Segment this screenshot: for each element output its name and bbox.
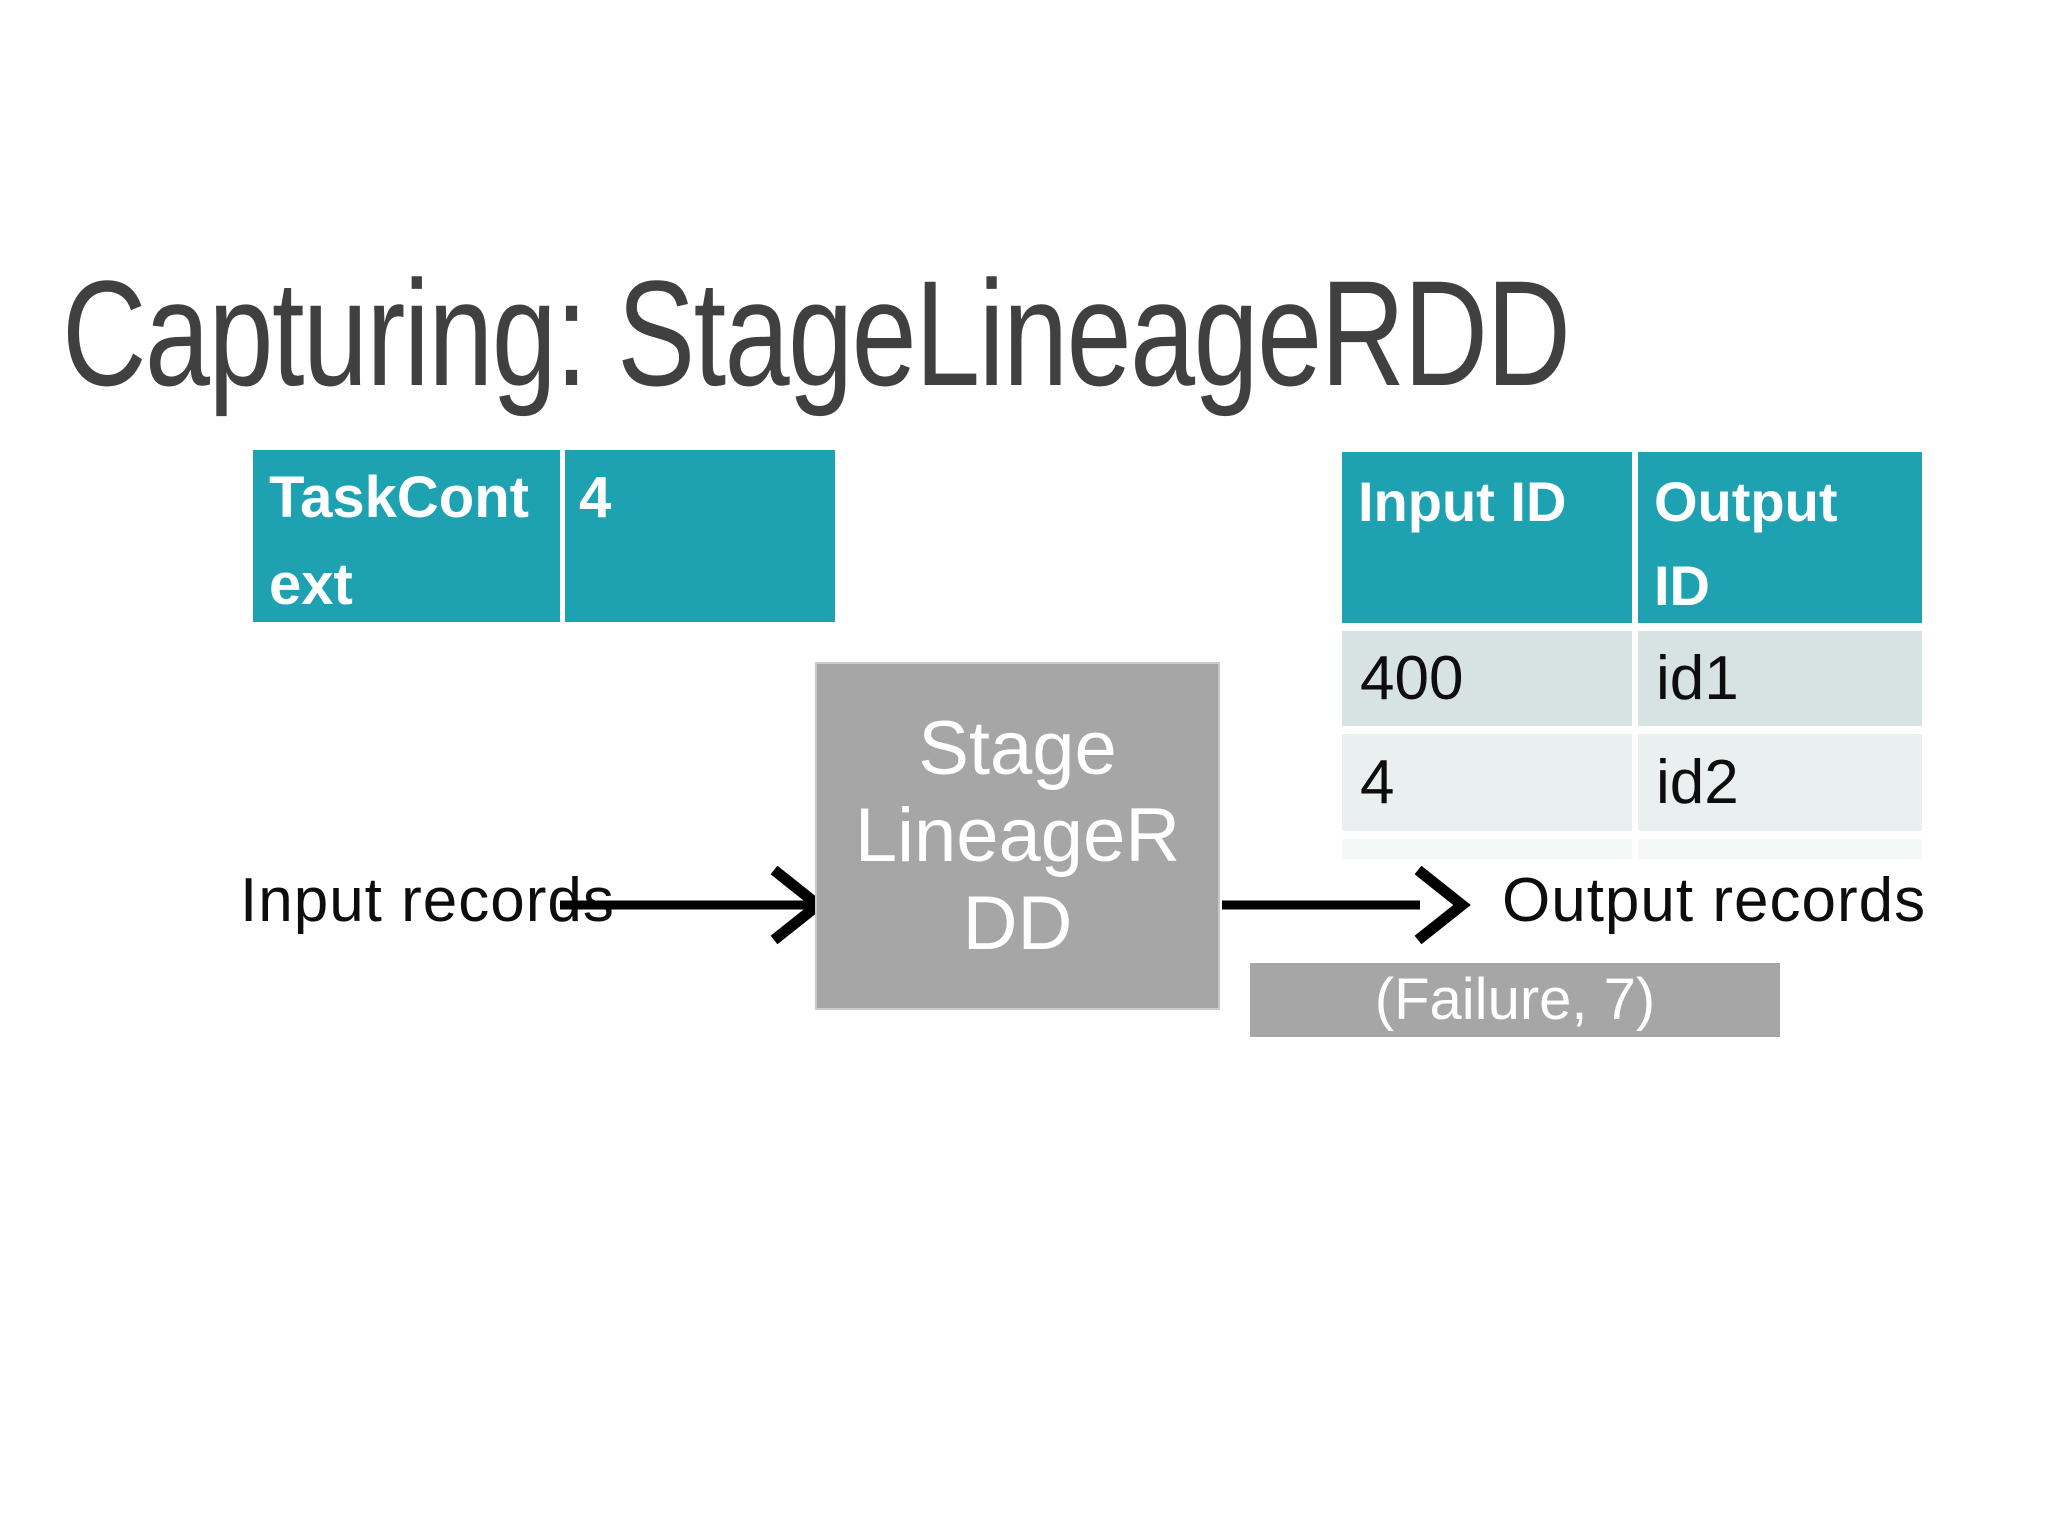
lineage-row2-input-cell: 4 (1342, 734, 1632, 831)
lineage-header-output-id: Output ID (1638, 452, 1922, 623)
lineage-row1-output-cell: id1 (1638, 631, 1922, 726)
task-context-value-cell: 4 (565, 450, 835, 622)
lineage-row1-input-cell: 400 (1342, 631, 1632, 726)
lineage-row2-output-cell: id2 (1638, 734, 1922, 831)
lineage-header-input-id: Input ID (1342, 452, 1632, 623)
failure-record-badge: (Failure, 7) (1250, 963, 1780, 1037)
output-arrow-icon (1222, 865, 1471, 945)
output-records-label: Output records (1502, 866, 1927, 935)
lineage-empty-row-cell (1638, 839, 1922, 859)
input-records-label: Input records (240, 866, 615, 935)
lineage-empty-row-cell (1342, 839, 1632, 859)
stage-lineage-rdd-box: Stage LineageR DD (815, 662, 1220, 1010)
input-arrow-icon (560, 865, 827, 945)
task-context-label-cell: TaskCont ext (253, 450, 560, 622)
slide-title: Capturing: StageLineageRDD (62, 249, 1571, 417)
lineage-table: Input ID Output ID 400 id1 4 id2 (1342, 452, 1922, 859)
task-context-table: TaskCont ext 4 (253, 450, 835, 622)
